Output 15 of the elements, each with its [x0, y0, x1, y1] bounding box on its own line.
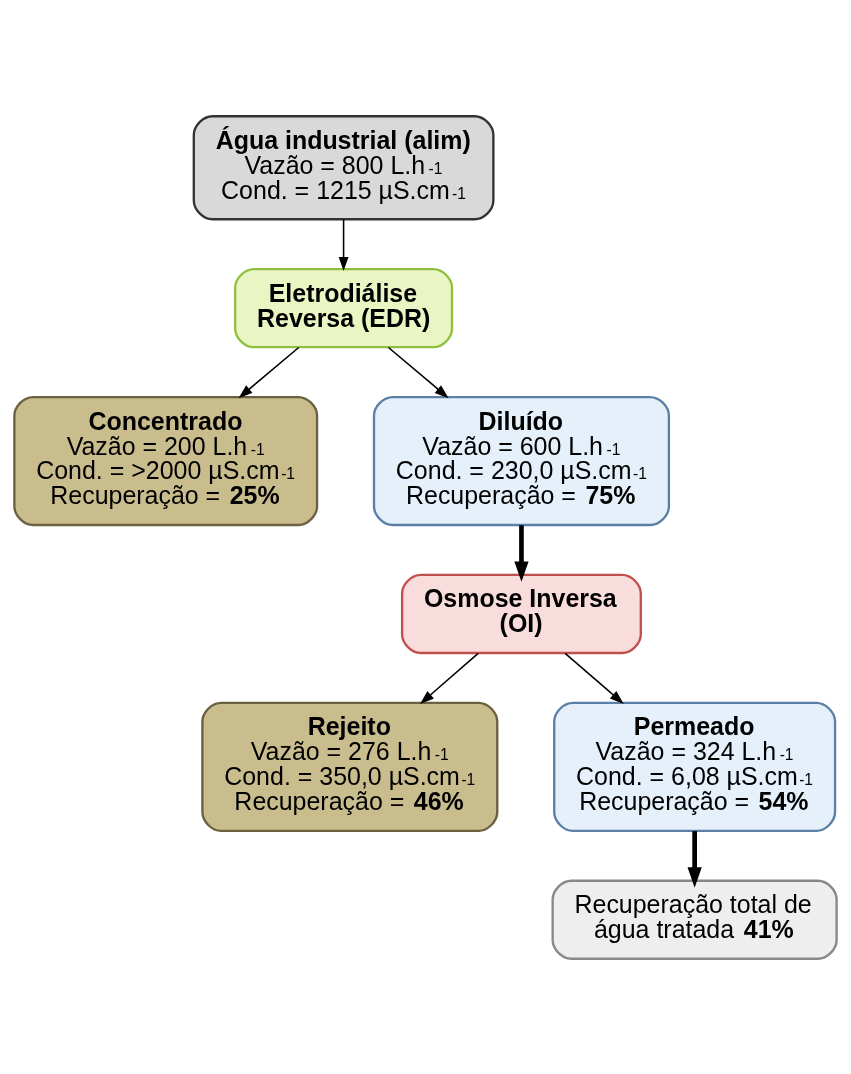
node-box: Osmose Inversa (OI) — [400, 573, 642, 654]
node-box: Diluído Vazão = 600 L.h-1 Cond. = 230,0 µS.cm-1 Recuperação = 75% — [372, 395, 671, 526]
arrow — [238, 346, 300, 398]
node-box: Rejeito Vazão = 276 L.h-1 Cond. = 350,0 µS.cm-1 Recuperação = 46% — [201, 701, 499, 832]
node-box: Eletrodiálise Reversa (EDR) — [234, 267, 454, 348]
node-box: Água industrial (alim) Vazão = 800 L.h-1 Cond. = 1215 µS.cm-1 — [192, 114, 495, 220]
arrow — [387, 346, 449, 398]
node-box: Permeado Vazão = 324 L.h-1 Cond. = 6,08 µS.cm-1 Recuperação = 54% — [553, 701, 837, 832]
arrow — [564, 652, 624, 704]
node-box: Concentrado Vazão = 200 L.h-1 Cond. = >2000 µS.cm-1 Recuperação = 25% — [13, 395, 319, 526]
arrow — [420, 652, 479, 704]
arrow — [514, 524, 529, 582]
arrow — [687, 830, 702, 888]
node-box: Recuperação total de água tratada 41% — [551, 879, 838, 960]
arrow — [338, 218, 349, 271]
